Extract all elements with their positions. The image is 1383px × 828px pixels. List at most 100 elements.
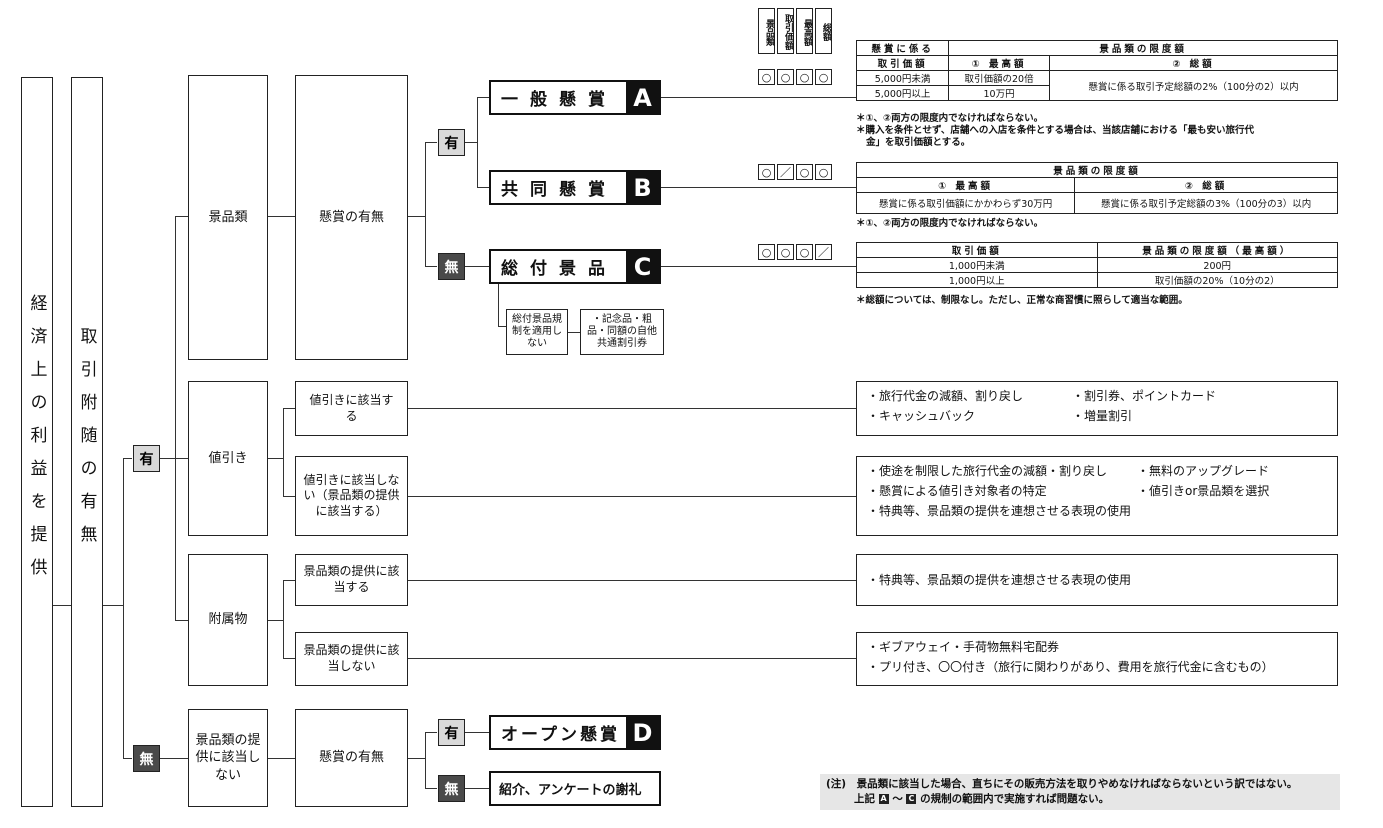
cell: 5,000円未満 [855,70,950,86]
cell: ② 総額 [1074,177,1338,193]
nebiki-box: 値引き [188,381,268,536]
check-mark: ○ [796,244,813,260]
prize-a: 一般懸賞 A [489,80,661,115]
connector [408,408,856,410]
connector [661,97,856,99]
connector [408,658,856,660]
connector [268,458,283,460]
prize-a-letter: A [626,82,659,113]
footnote-line-2: 上記 A ～ C の規制の範囲内で実施すれば問題ない。 [826,792,1334,807]
not-keihin-box: 景品類の提供に該当しない [188,709,268,807]
connector [123,458,125,758]
connector [175,216,188,218]
connector [464,266,489,268]
footnote-line-1: (注) 景品類に該当した場合、直ちにその販売方法を取りやめなければならないという… [826,778,1298,790]
footnote-text: ～ [892,793,903,805]
footnote: (注) 景品類に該当した場合、直ちにその販売方法を取りやめなければならないという… [820,774,1340,810]
letter-c-badge: C [906,794,917,804]
checks-c: ○○○／ [758,244,834,260]
example-item: ・ギブアウェイ・手荷物無料宅配券 [867,640,1060,654]
connector [477,97,489,99]
check-mark: ○ [777,69,794,85]
prize-d-name: オープン懸賞 [501,725,620,745]
cell: 懸賞に係る [855,40,950,56]
connector [123,458,132,460]
prize-c-letter: C [626,251,659,282]
note-line: ＊購入を条件とせず、店舗への入店を条件とする場合は、当該店舗における「最も安い旅… [856,124,1255,136]
note-line: 金」を取引価額とする。 [866,136,971,148]
connector [283,580,295,582]
checks-a: ○○○○ [758,69,834,85]
connector [268,758,295,760]
cell: 景品類の限度額（最高額） [1096,242,1338,258]
check-mark: ○ [815,69,832,85]
kensho-no-tag: 無 [438,253,465,280]
connector [160,458,175,460]
connector [464,142,477,144]
cell: 懸賞に係る取引予定総額の3%（100分の3）以内 [1074,192,1338,214]
cell: 1,000円未満 [856,257,1098,273]
check-mark: ／ [777,164,794,180]
prize-e-name: 紹介、アンケートの謝礼 [499,783,642,798]
connector [283,580,285,658]
connector [283,408,285,496]
connector [283,496,295,498]
cell: 200円 [1096,257,1338,273]
examples-fuzoku-no: ・ギブアウェイ・手荷物無料宅配券 ・プリ付き、〇〇付き（旅行に関わりがあり、費用… [856,632,1338,686]
cell: 取引価額の20%（10分の2） [1096,272,1338,288]
letter-a-badge: A [878,794,889,804]
connector [268,216,295,218]
cell: 景品類の限度額 [948,40,1338,56]
cell: 懸賞に係る取引予定総額の2%（100分の2）以内 [1049,70,1338,101]
nebiki-yes-box: 値引きに該当する [295,381,408,436]
cell: 懸賞に係る取引価額にかかわらず30万円 [855,192,1076,214]
connector [425,142,437,144]
connector [408,758,425,760]
connector [175,216,177,620]
kensho-no-tag-2: 無 [438,775,465,802]
cell: ① 最高額 [855,177,1076,193]
connector [103,605,123,607]
example-item: ・割引券、ポイントカード [1072,389,1217,403]
cell: 10万円 [948,85,1050,101]
transaction-related-box: 取引附随の有無 [71,77,103,807]
example-item: ・特典等、景品類の提供を連想させる表現の使用 [867,573,1132,587]
nebiki-no-box: 値引きに該当しない（景品類の提供に該当する） [295,456,408,536]
connector [661,266,856,268]
check-header: 最高額 [796,8,813,54]
prize-b-letter: B [626,172,659,203]
connector [283,408,295,410]
example-item: ・プリ付き、〇〇付き（旅行に関わりがあり、費用を旅行代金に含むもの） [867,660,1274,674]
example-item: ・値引きor景品類を選択 [1137,484,1270,498]
check-mark: ○ [815,164,832,180]
connector [425,788,437,790]
connector [175,458,188,460]
connector [268,620,283,622]
check-mark: ○ [758,164,775,180]
cell: ② 総額 [1049,55,1338,71]
check-header: 総額 [815,8,832,54]
prize-c: 総付景品 C [489,249,661,284]
check-mark: ○ [796,69,813,85]
check-mark: ○ [758,69,775,85]
check-mark: ○ [758,244,775,260]
connector [160,758,188,760]
connector [464,788,489,790]
cell: 取引価額の20倍 [948,70,1050,86]
example-item: ・無料のアップグレード [1137,464,1270,478]
prize-b: 共同懸賞 B [489,170,661,205]
examples-nebiki-no: ・使途を制限した旅行代金の減額・割り戻し・無料のアップグレード ・懸賞による値引… [856,456,1338,536]
fuzoku-yes-box: 景品類の提供に該当する [295,554,408,606]
kensho-umu-box-2: 懸賞の有無 [295,709,408,807]
keihin-box: 景品類 [188,75,268,360]
connector [498,284,500,326]
connector [408,496,856,498]
footnote-text: の規制の範囲内で実施すれば問題ない。 [920,793,1110,805]
connector [425,732,427,788]
check-headers: 景品類 取引価額 最高額 総額 [758,8,834,54]
check-mark: ○ [796,164,813,180]
cell: ① 最高額 [948,55,1050,71]
